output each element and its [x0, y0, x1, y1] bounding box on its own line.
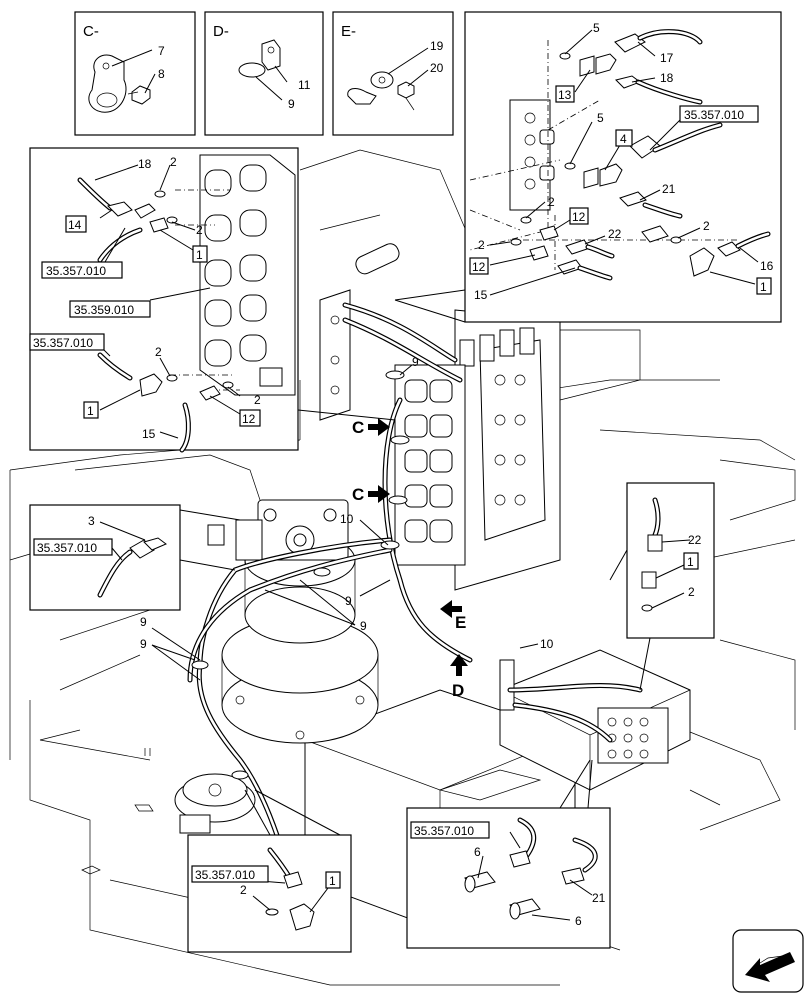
side-block [319, 243, 400, 421]
callout-1-left-b: 1 [87, 404, 94, 418]
callout-19: 19 [430, 39, 444, 53]
callout-9-main-a: 9 [412, 355, 419, 369]
callout-12-b: 12 [472, 260, 486, 274]
callout-10-main: 10 [340, 512, 354, 526]
callout-15-left: 15 [142, 427, 156, 441]
callout-9-main-d: 9 [140, 615, 147, 629]
ref-35359010: 35.359.010 [74, 303, 134, 317]
pilot-valve-block [499, 649, 691, 791]
callout-9-detail: 9 [288, 97, 295, 111]
swing-motor [207, 499, 379, 744]
callout-2-left-b: 2 [196, 223, 203, 237]
callout-2-c: 2 [703, 219, 710, 233]
callout-1-left-a: 1 [196, 248, 203, 262]
callout-10-rear: 10 [540, 637, 554, 651]
callout-6-a: 6 [474, 845, 481, 859]
callout-2-b: 2 [478, 238, 485, 252]
callout-2-a: 2 [548, 195, 555, 209]
control-valve [454, 309, 561, 591]
callout-22-right: 22 [688, 533, 702, 547]
callout-12-a: 12 [572, 210, 586, 224]
detail-box-sensors: 35.357.010 6 21 6 [406, 759, 611, 949]
callout-5-top: 5 [593, 21, 600, 35]
callout-12-left: 12 [242, 412, 256, 426]
detail-box-c: C- 7 8 [74, 11, 196, 136]
callout-20: 20 [430, 61, 444, 75]
callout-3: 3 [88, 514, 95, 528]
detail-header-c: C- [83, 23, 99, 40]
callout-15-top: 15 [474, 288, 488, 302]
ref-35357010-left-b: 35.357.010 [33, 336, 93, 350]
callout-16: 16 [760, 259, 774, 273]
detail-box-elbow: 3 35.357.010 [29, 504, 241, 611]
callout-17: 17 [660, 51, 674, 65]
callout-21-top: 21 [662, 182, 676, 196]
hose-clamps [191, 370, 410, 780]
callout-2-swivel: 2 [240, 883, 247, 897]
view-arrow-icon-c-upper [368, 418, 390, 436]
callout-2-left-a: 2 [170, 155, 177, 169]
detail-box-fittings: 5 17 18 13 35.357.010 5 4 21 2 12 22 2 1… [394, 11, 782, 323]
callout-2-left-c: 2 [155, 345, 162, 359]
view-letter-e: E [455, 613, 466, 632]
ref-35357010-top-right: 35.357.010 [684, 108, 744, 122]
machine-frame [9, 149, 796, 986]
view-letter-c-upper: C [352, 418, 364, 437]
callout-2-left-d: 2 [254, 393, 261, 407]
detail-box-d: D- 11 9 [204, 11, 324, 136]
detail-box-swivel-fitting: 35.357.010 2 1 [187, 789, 352, 953]
callout-1-swivel: 1 [329, 874, 336, 888]
callout-21-bottom: 21 [592, 891, 606, 905]
callout-18-left: 18 [138, 157, 152, 171]
main-view-callouts: 9 10 9 9 9 9 10 [140, 355, 554, 681]
callout-9-main-c: 9 [360, 619, 367, 633]
view-letter-c-lower: C [352, 485, 364, 504]
detail-box-e: E- 19 20 [332, 11, 454, 136]
callout-6-b: 6 [575, 914, 582, 928]
callout-7: 7 [158, 44, 165, 58]
callout-22-top: 22 [608, 227, 622, 241]
ref-35357010-swivel: 35.357.010 [195, 868, 255, 882]
callout-13: 13 [558, 88, 572, 102]
view-arrow-icon-c-lower [368, 485, 390, 503]
view-arrow-icon-d [450, 654, 468, 676]
view-letter-d: D [452, 681, 464, 700]
ref-35357010-left-a: 35.357.010 [46, 264, 106, 278]
callout-9-main-b: 9 [345, 594, 352, 608]
ref-35357010-sensors: 35.357.010 [414, 824, 474, 838]
view-arrows: C C E D [352, 418, 468, 700]
swivel-joint [174, 773, 256, 834]
solenoid-valve-stack [394, 364, 466, 566]
detail-header-d: D- [213, 23, 229, 40]
front-direction-arrow-icon [732, 929, 804, 993]
detail-box-right-fitting: 22 1 2 [609, 482, 715, 691]
callout-1-top-right: 1 [760, 280, 767, 294]
callout-5-mid: 5 [597, 111, 604, 125]
callout-4: 4 [620, 132, 627, 146]
callout-1-right: 1 [687, 555, 694, 569]
callout-11: 11 [298, 78, 311, 92]
detail-box-solenoids: 18 2 14 2 1 35.357.010 35.359.010 35.357… [29, 147, 396, 453]
callout-14: 14 [68, 218, 82, 232]
ref-35357010-elbow: 35.357.010 [37, 541, 97, 555]
detail-header-e: E- [341, 23, 356, 40]
callout-9-main-e: 9 [140, 637, 147, 651]
view-arrow-icon-e [440, 600, 462, 618]
callout-8: 8 [158, 67, 165, 81]
callout-18-top: 18 [660, 71, 674, 85]
callout-2-right: 2 [688, 585, 695, 599]
